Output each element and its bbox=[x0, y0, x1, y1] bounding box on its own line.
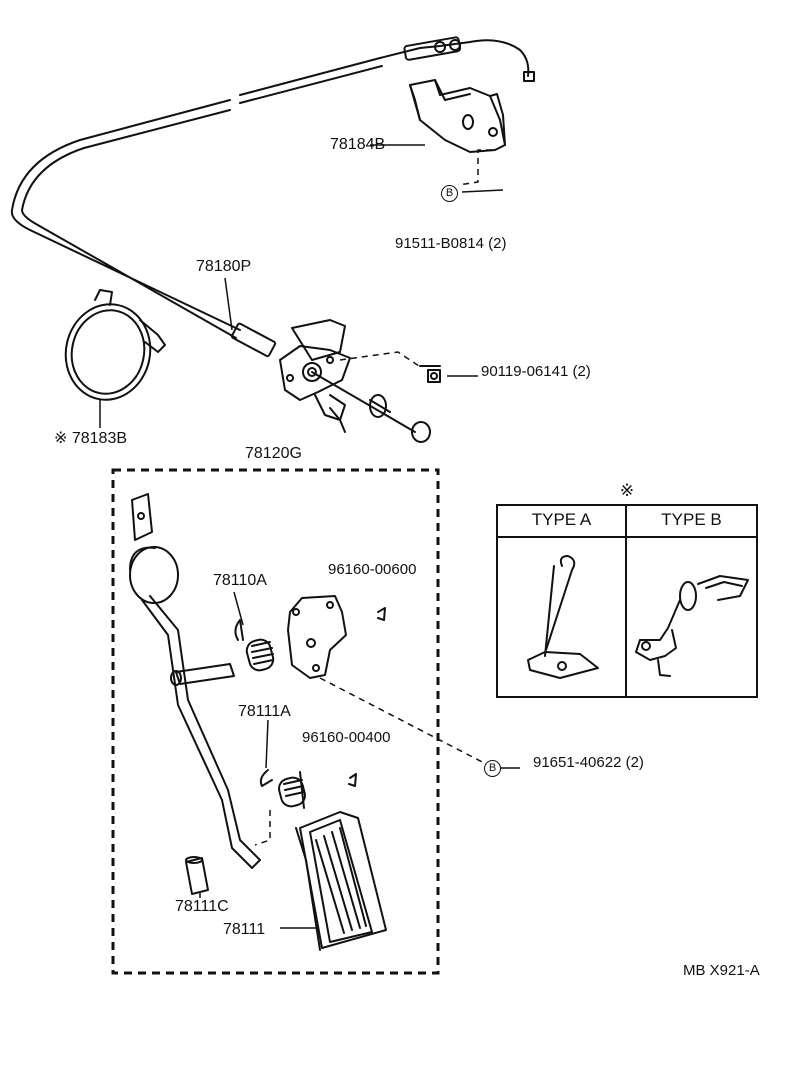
label-78120g: 78120G bbox=[245, 445, 302, 462]
label-78180p: 78180P bbox=[196, 258, 252, 275]
clip-96160-00400 bbox=[348, 773, 357, 787]
type-b-header: TYPE B bbox=[661, 510, 722, 529]
label-78184b: 78184B bbox=[330, 136, 386, 153]
bolt-90119-06141 bbox=[419, 365, 441, 383]
type-b-spring bbox=[635, 575, 749, 677]
pedal-pad-78111 bbox=[295, 811, 387, 951]
label-78110a: 78110A bbox=[213, 572, 267, 589]
pedal-spring-78111a bbox=[259, 769, 306, 809]
label-91651-40622: 91651-40622 (2) bbox=[533, 754, 644, 771]
cable-clamp-78183b bbox=[64, 289, 166, 401]
clamp-mark: ※ bbox=[54, 430, 68, 447]
types-table bbox=[496, 504, 758, 698]
pedal-bracket bbox=[287, 595, 347, 679]
type-a-header: TYPE A bbox=[531, 510, 592, 529]
clamp-number: 78183B bbox=[71, 430, 128, 447]
accelerator-cable bbox=[10, 36, 535, 358]
label-96160-00400: 96160-00400 bbox=[302, 729, 391, 746]
leader-lines bbox=[99, 144, 520, 929]
dashed-connectors bbox=[254, 149, 492, 846]
cable-bracket-78184b bbox=[409, 79, 506, 153]
type-a-spring bbox=[527, 555, 599, 679]
assembly-78120g-box bbox=[111, 468, 440, 975]
callout-b-bracket: B bbox=[441, 185, 458, 202]
label-78111c: 78111C bbox=[175, 898, 229, 915]
figure-code: MB X921-A bbox=[683, 962, 760, 979]
label-90119-06141: 90119-06141 (2) bbox=[481, 363, 591, 380]
clip-96160-00600 bbox=[377, 607, 386, 621]
return-spring-78110a bbox=[234, 619, 275, 672]
label-78111: 78111 bbox=[223, 921, 266, 938]
label-91511-b0814: 91511-B0814 (2) bbox=[395, 235, 507, 252]
label-96160-00600: 96160-00600 bbox=[328, 561, 417, 578]
cable-end-linkage bbox=[279, 319, 431, 443]
callout-b-pedal: B bbox=[484, 760, 501, 777]
label-78111a: 78111A bbox=[238, 703, 291, 720]
pivot-pin-78111c bbox=[185, 856, 209, 895]
types-table-mark: ※ bbox=[619, 481, 635, 500]
pedal-arm bbox=[129, 493, 261, 869]
label-78183b: ※ 78183B bbox=[54, 430, 127, 448]
